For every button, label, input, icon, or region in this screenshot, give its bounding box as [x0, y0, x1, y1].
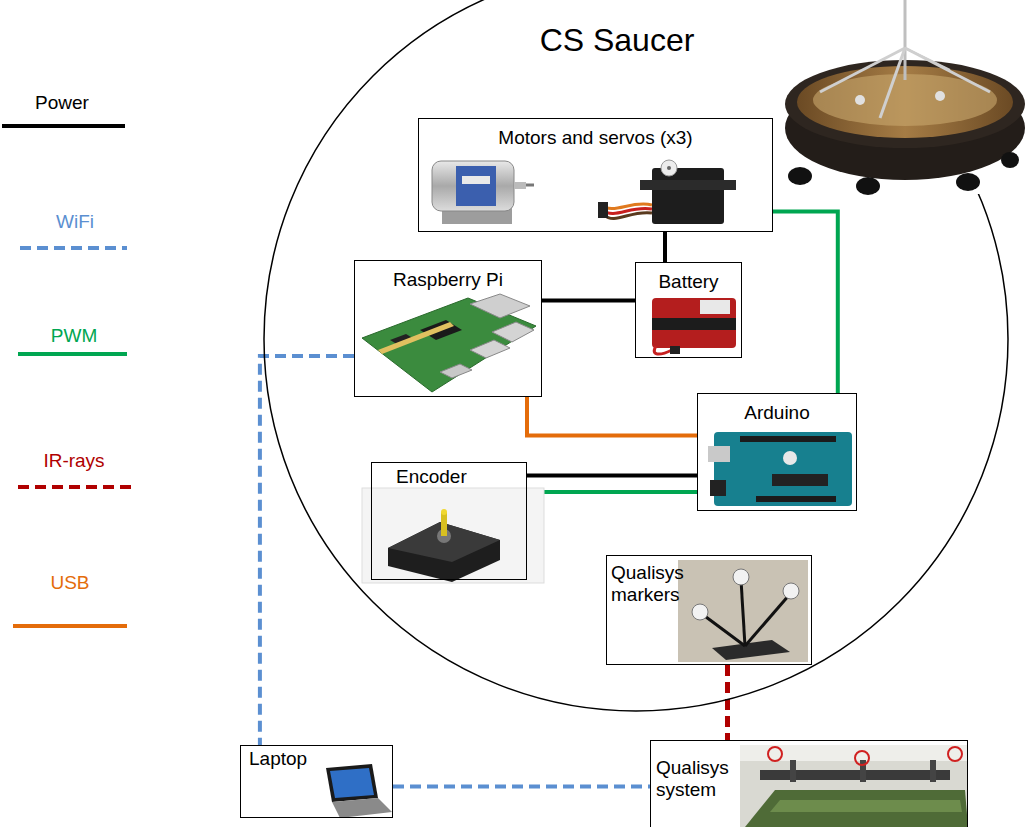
raspberry-pi-picture: [362, 294, 536, 392]
connector: [527, 397, 697, 436]
battery-picture: [652, 298, 736, 354]
qualisys-system-picture: [740, 745, 968, 827]
box-label: Laptop: [249, 748, 307, 770]
component-box: Qualisys markers: [606, 555, 812, 665]
legend-item: USB: [50, 572, 89, 594]
component-box: Battery: [635, 262, 742, 358]
legend-item: WiFi: [56, 211, 94, 233]
component-box: Arduino: [697, 393, 857, 511]
legend-lines: [2, 126, 131, 626]
legend-label: IR-rays: [43, 450, 104, 471]
legend-label: WiFi: [56, 211, 94, 232]
saucer-photo: [785, 0, 1025, 195]
legend-item: IR-rays: [43, 450, 104, 472]
box-label: Raspberry Pi: [393, 269, 503, 291]
legend-label: PWM: [51, 325, 97, 346]
connector: [663, 232, 667, 262]
arduino-picture: [708, 432, 852, 506]
encoder-picture: [362, 488, 544, 583]
component-box: Raspberry Pi: [354, 260, 542, 397]
connector: [393, 785, 650, 789]
legend-label: USB: [50, 572, 89, 593]
connector: [725, 665, 730, 740]
box-label: Qualisys system: [656, 757, 729, 801]
box-label: Qualisys markers: [611, 562, 684, 606]
component-box: Motors and servos (x3): [418, 118, 773, 232]
connector: [542, 298, 635, 302]
legend-item: Power: [35, 92, 89, 114]
box-label: Arduino: [744, 402, 810, 424]
dc-motor-picture: [432, 161, 534, 224]
servo-picture: [598, 160, 736, 224]
region-title: CS Saucer: [540, 22, 695, 59]
qualisys-markers-picture: [678, 560, 808, 662]
legend-item: PWM: [51, 325, 97, 347]
saucer-outline: [263, 0, 1009, 712]
connector: [260, 356, 354, 745]
legend-label: Power: [35, 92, 89, 113]
connector: [773, 212, 838, 394]
box-label: Motors and servos (x3): [498, 127, 692, 149]
device-box: Qualisys system: [650, 740, 968, 827]
box-label: Battery: [658, 271, 718, 293]
box-label: Encoder: [396, 466, 467, 488]
device-box: Laptop: [240, 745, 393, 818]
connector: [527, 490, 697, 494]
saucer-circle: CS SaucerMotors and servos (x3) Raspberry…: [263, 0, 1009, 712]
component-box: Encoder: [371, 462, 527, 580]
connector: [527, 474, 697, 478]
laptop-picture: [326, 764, 392, 818]
